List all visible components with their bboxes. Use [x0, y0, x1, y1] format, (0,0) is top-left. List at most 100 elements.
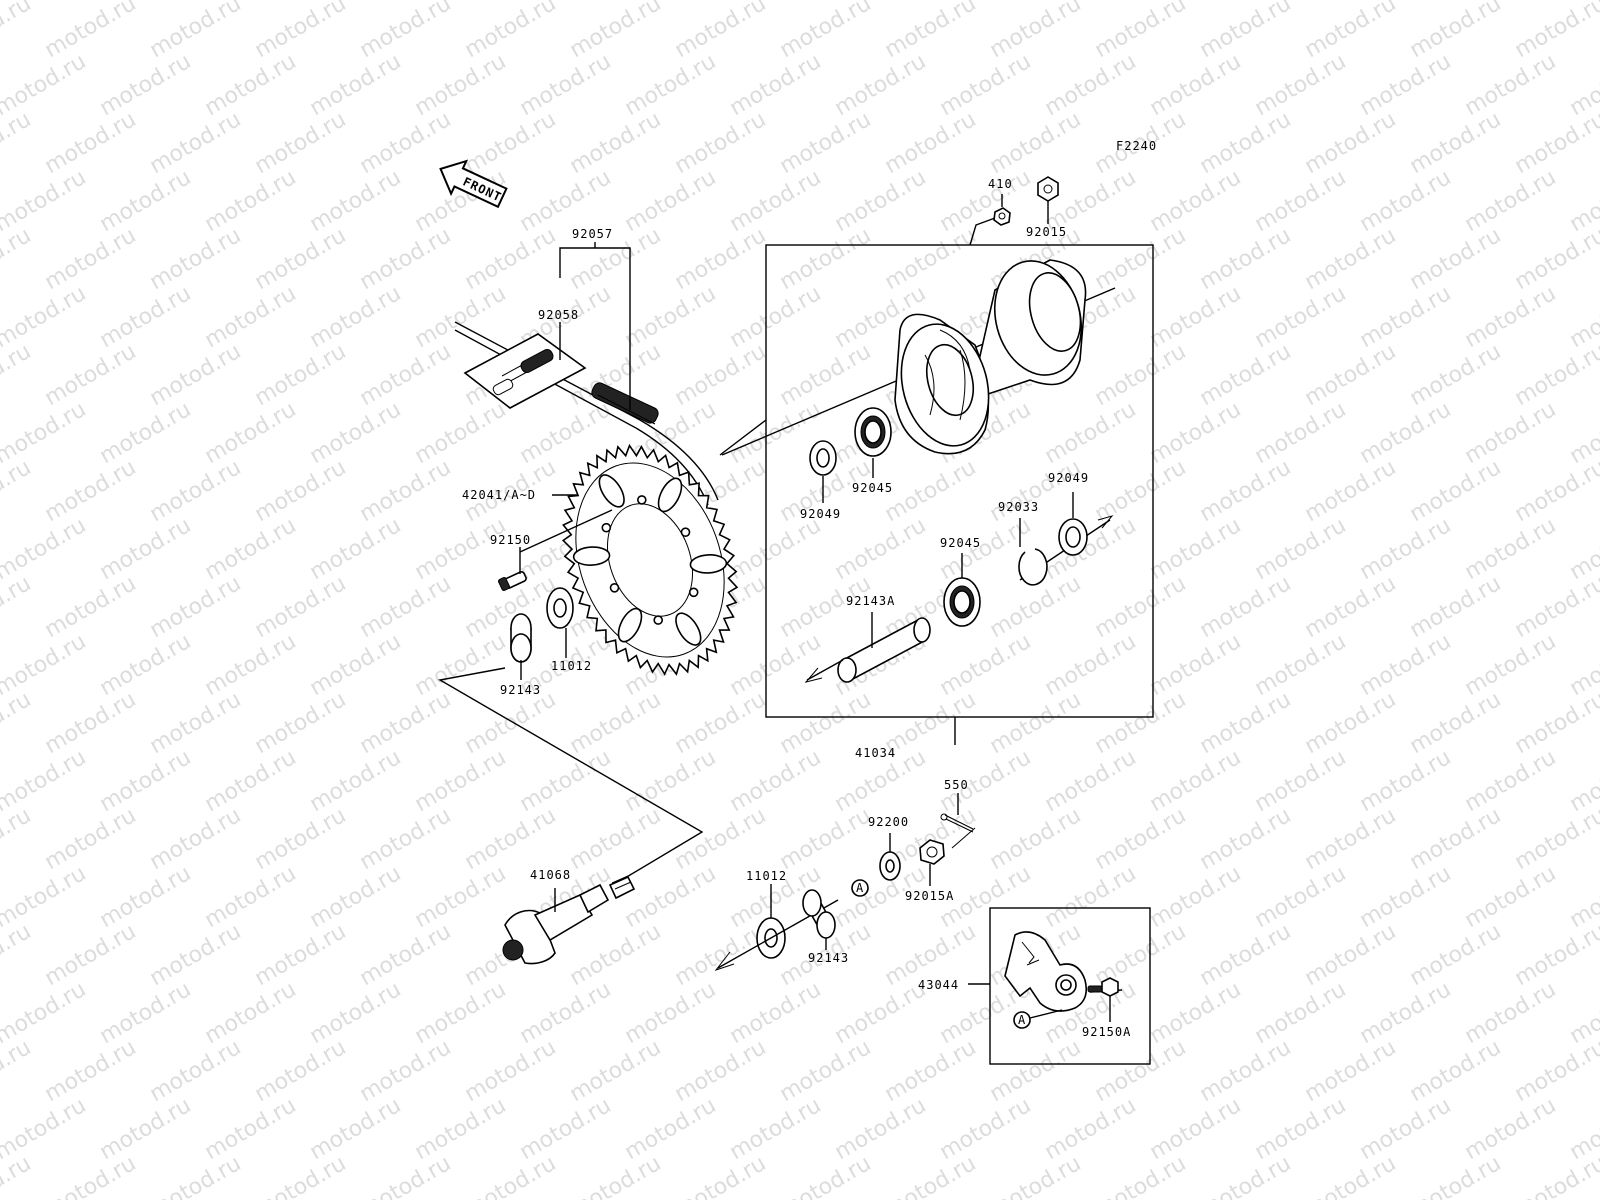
rear-sprocket [561, 443, 739, 676]
watermark-text: motod.ru [776, 803, 876, 875]
sprocket-bolt-hole [601, 522, 612, 533]
label-11012-bottom: 11012 [746, 869, 787, 883]
watermark-text: motod.ru [201, 281, 301, 353]
sprocket-bolt-hole [688, 587, 699, 598]
watermark-text: motod.ru [41, 803, 141, 875]
label-11012-top: 11012 [551, 659, 592, 673]
watermark-text: motod.ru [0, 49, 90, 121]
watermark-text: motod.ru [356, 687, 456, 759]
watermark-text: motod.ru [1196, 1035, 1296, 1107]
watermark-text: motod.ru [1511, 455, 1600, 527]
watermark-text: motod.ru [251, 339, 351, 411]
watermark-text: motod.ru [1406, 0, 1506, 63]
sprocket-bolt [497, 509, 613, 591]
label-92045-lower: 92045 [940, 536, 981, 550]
watermark-text: motod.ru [671, 1151, 771, 1200]
watermark-text: motod.ru [1091, 803, 1191, 875]
watermark-text: motod.ru [306, 745, 406, 817]
watermark-text: motod.ru [251, 1035, 351, 1107]
watermark-text: motod.ru [566, 1151, 666, 1200]
watermark-text: motod.ru [201, 977, 301, 1049]
watermark-text: motod.ru [306, 397, 406, 469]
watermark-text: motod.ru [881, 1151, 981, 1200]
watermark-text: motod.ru [0, 687, 35, 759]
watermark-text: motod.ru [516, 1093, 616, 1165]
watermark-text: motod.ru [1041, 1093, 1141, 1165]
watermark-text: motod.ru [1196, 571, 1296, 643]
watermark-text: motod.ru [1091, 455, 1191, 527]
watermark-text: motod.ru [936, 1093, 1036, 1165]
watermark-text: motod.ru [0, 107, 35, 179]
watermark-text: motod.ru [1251, 397, 1351, 469]
watermark-text: motod.ru [726, 1093, 826, 1165]
watermark-text: motod.ru [0, 0, 35, 63]
label-92058: 92058 [538, 308, 579, 322]
watermark-text: motod.ru [1196, 1151, 1296, 1200]
watermark-text: motod.ru [1356, 629, 1456, 701]
watermark-text: motod.ru [411, 977, 511, 1049]
watermark-text: motod.ru [986, 455, 1086, 527]
watermark-text: motod.ru [776, 339, 876, 411]
watermark-text: motod.ru [1196, 455, 1296, 527]
label-92015: 92015 [1026, 225, 1067, 239]
watermark-text: motod.ru [1146, 977, 1246, 1049]
watermark-text: motod.ru [306, 165, 406, 237]
collar-lower [802, 889, 836, 939]
watermark-text: motod.ru [726, 629, 826, 701]
watermark-text: motod.ru [0, 281, 90, 353]
watermark-text: motod.ru [1041, 49, 1141, 121]
watermark-text: motod.ru [0, 977, 90, 1049]
watermark-text: motod.ru [1406, 223, 1506, 295]
watermark-text: motod.ru [1146, 1093, 1246, 1165]
caliper-bracket [1004, 931, 1088, 1012]
watermark-text: motod.ru [621, 745, 721, 817]
sprocket-bolt-hole [609, 582, 620, 593]
circlip [1018, 548, 1048, 586]
sprocket-lightening-hole [572, 546, 611, 566]
label-92049-right: 92049 [1048, 471, 1089, 485]
watermark-text: motod.ru [1091, 687, 1191, 759]
watermark-text: motod.ru [356, 223, 456, 295]
watermark-text: motod.ru [1091, 223, 1191, 295]
watermark-text: motod.ru [566, 1035, 666, 1107]
watermark-text: motod.ru [146, 1151, 246, 1200]
sprocket-lightening-hole [598, 474, 625, 508]
watermark-text: motod.ru [201, 1093, 301, 1165]
watermark-text: motod.ru [986, 1151, 1086, 1200]
watermark-text: motod.ru [96, 165, 196, 237]
watermark-text: motod.ru [936, 629, 1036, 701]
watermark-text: motod.ru [356, 919, 456, 991]
watermark-text: motod.ru [1146, 513, 1246, 585]
watermark-text: motod.ru [146, 339, 246, 411]
sprocket-lightening-hole [617, 607, 643, 643]
watermark-text: motod.ru [1251, 977, 1351, 1049]
watermark-text: motod.ru [566, 687, 666, 759]
watermark-text: motod.ru [0, 339, 35, 411]
watermark-text: motod.ru [96, 1093, 196, 1165]
label-92033: 92033 [998, 500, 1039, 514]
watermark-text: motod.ru [96, 513, 196, 585]
watermark-text: motod.ru [0, 165, 90, 237]
watermark-text: motod.ru [1406, 455, 1506, 527]
watermark-text: motod.ru [1196, 0, 1296, 63]
watermark-text: motod.ru [881, 1035, 981, 1107]
watermark-text: motod.ru [1356, 165, 1456, 237]
watermark-text: motod.ru [1406, 919, 1506, 991]
watermark-text: motod.ru [461, 1035, 561, 1107]
watermark-text: motod.ru [1356, 397, 1456, 469]
watermark-text: motod.ru [1461, 49, 1561, 121]
watermark-text: motod.ru [1196, 803, 1296, 875]
watermark-text: motod.ru [1356, 49, 1456, 121]
watermark-text: motod.ru [1196, 687, 1296, 759]
watermark-text: motod.ru [776, 0, 876, 63]
watermark-text: motod.ru [461, 803, 561, 875]
watermark-text: motod.ru [251, 223, 351, 295]
watermark-text: motod.ru [201, 49, 301, 121]
watermark-text: motod.ru [411, 745, 511, 817]
watermark-text: motod.ru [1301, 919, 1401, 991]
watermark-text: motod.ru [411, 629, 511, 701]
watermark-text: motod.ru [936, 49, 1036, 121]
label-43044: 43044 [918, 978, 959, 992]
label-92143-top: 92143 [500, 683, 541, 697]
watermark-text: motod.ru [201, 861, 301, 933]
